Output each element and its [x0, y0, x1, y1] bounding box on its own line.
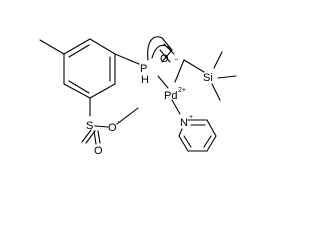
- silicon-label: Si: [203, 72, 213, 84]
- hydrogen-label: H: [141, 74, 149, 86]
- sulfonate-oxygen-label: O: [108, 122, 117, 134]
- trimethylsilyl-methyls: [211, 51, 237, 101]
- palladium-carbon-bond: [174, 59, 185, 83]
- nitrogen-charge: +: [189, 114, 193, 121]
- nitrogen-label: N: [180, 117, 188, 129]
- methyl-bond: [39, 39, 65, 55]
- sulfonate-group: [81, 107, 139, 145]
- palladium-label: Pd: [164, 90, 177, 102]
- carbon-silicon-bond: [183, 59, 205, 73]
- phosphorus-palladium-bond: [157, 75, 169, 89]
- palladium-charge: 2+: [178, 87, 186, 94]
- benzene-ring: [63, 38, 116, 99]
- sulfur-label: S: [86, 120, 93, 132]
- chemical-structure-diagram: P H O Pd 2+ − Si N + S O − O: [39, 36, 237, 157]
- sulfonate-oxygen-charge: −: [117, 119, 121, 126]
- ring-phosphorus-bond: [114, 53, 140, 65]
- carbanion-charge: −: [174, 57, 178, 64]
- phosphorus-label: P: [140, 63, 147, 75]
- pyridine-ring: [178, 119, 217, 152]
- cyclic-ether-ring: [147, 36, 175, 63]
- ring-oxygen-label: O: [160, 53, 169, 65]
- palladium-nitrogen-bond: [171, 99, 181, 115]
- sulfonate-oxygen-label-2: O: [94, 145, 103, 157]
